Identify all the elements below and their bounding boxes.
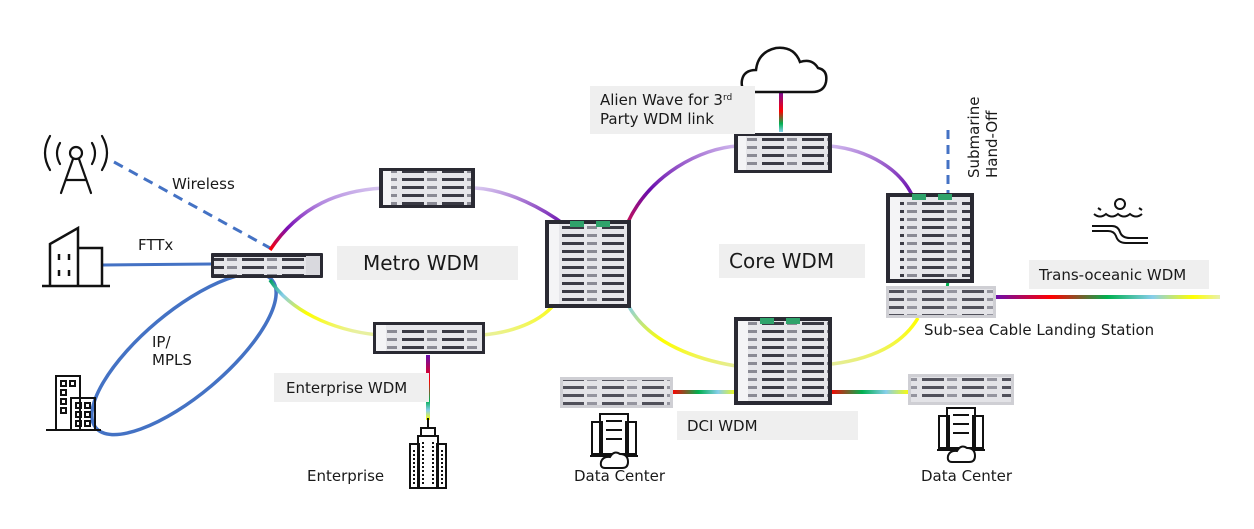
house-building-icon: [42, 225, 110, 288]
metro-top-device[interactable]: [379, 168, 475, 208]
cable-landing-station-label: Sub-sea Cable Landing Station: [924, 321, 1155, 339]
cable-landing-station-device[interactable]: [886, 286, 996, 318]
office-building-icon: [46, 375, 101, 431]
core-top-device[interactable]: [734, 133, 832, 173]
core-right-device[interactable]: [886, 193, 974, 283]
alien-wave-sup: rd: [722, 93, 733, 103]
wireless-label: Wireless: [172, 175, 235, 193]
data-center-right-label: Data Center: [921, 467, 1013, 485]
dci-right-link: [830, 390, 910, 394]
dci-left-link: [672, 390, 738, 394]
skyscraper-icon: [409, 418, 447, 489]
enterprise-label: Enterprise: [307, 467, 385, 485]
alien-wave-label: Alien Wave for 3rd Party WDM link: [590, 86, 755, 134]
metro-wdm-label: Metro WDM: [337, 246, 518, 280]
alien-wave-line2: Party WDM link: [600, 110, 714, 128]
ip-mpls-label-line2: MPLS: [152, 351, 192, 369]
fttx-label: FTTx: [138, 236, 174, 254]
submarine-handoff-label-line2: Hand-Off: [983, 110, 1001, 178]
data-center-icon-right: [937, 407, 985, 463]
central-node-device[interactable]: [545, 220, 631, 308]
dci-node-device[interactable]: [734, 317, 832, 405]
cloud-icon: [740, 46, 828, 94]
data-center-left-label: Data Center: [574, 467, 666, 485]
dc-right-server[interactable]: [908, 374, 1014, 405]
enterprise-wdm-label: Enterprise WDM: [274, 373, 429, 402]
submarine-handoff-label-line1: Submarine: [965, 96, 983, 178]
alien-wave-prefix: Alien Wave for 3: [600, 91, 723, 109]
metro-bottom-device[interactable]: [373, 322, 485, 354]
core-ring: [626, 144, 920, 368]
trans-oceanic-link: [995, 295, 1220, 299]
access-links: [90, 160, 278, 437]
alien-wave-line1: Alien Wave for 3rd: [600, 91, 732, 110]
core-wdm-label: Core WDM: [719, 244, 865, 278]
wireless-link: [113, 160, 271, 250]
ocean-icon: [1092, 198, 1148, 244]
data-center-icon: [590, 413, 638, 469]
dc-left-server[interactable]: [560, 377, 673, 408]
cloud-spur: [779, 90, 783, 132]
cell-tower-icon: [43, 134, 109, 195]
ip-mpls-label-line1: IP/: [152, 333, 171, 351]
trans-oceanic-wdm-label: Trans-oceanic WDM: [1029, 260, 1209, 289]
access-node-device[interactable]: [211, 253, 323, 278]
dci-wdm-label: DCI WDM: [677, 411, 858, 440]
fttx-link: [102, 262, 213, 267]
